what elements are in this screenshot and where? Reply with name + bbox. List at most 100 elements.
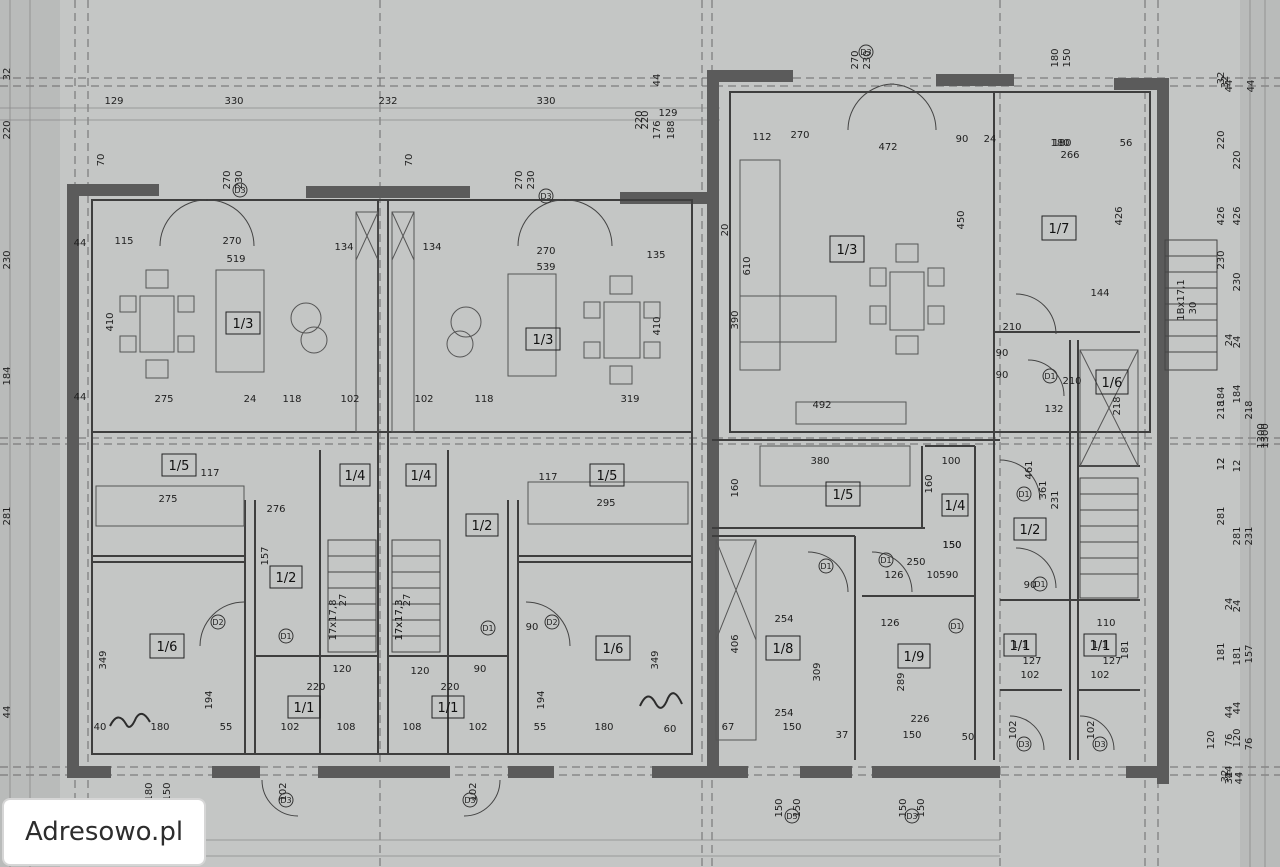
dimension-label: 120 [1232, 728, 1243, 747]
dimension-label: 220 [640, 110, 651, 129]
dimension-label: 120 [332, 664, 351, 675]
dimension-label: 231 [1050, 490, 1061, 509]
dimension-label: 24 [1232, 600, 1243, 613]
room-1-5-right: 1/5 [825, 481, 861, 507]
dimension-label: 17x17,8 [328, 600, 339, 641]
dimension-label: 270 [536, 246, 555, 257]
dimension-label: 1/1 [1012, 640, 1028, 651]
dimension-label: 380 [810, 456, 829, 467]
room-label: 1/5 [169, 459, 190, 474]
dimension-label: 492 [812, 400, 831, 411]
dimension-label: 134 [422, 242, 441, 253]
dimension-label: 1Bx17,1 [1176, 279, 1187, 320]
room-1-1-d: 1/1 [1083, 633, 1117, 657]
watermark-badge: Adresowo.pl [4, 800, 204, 864]
dimension-label: 181 [1216, 642, 1227, 661]
room-label: 1/4 [945, 499, 966, 514]
dimension-label: 150 [1062, 48, 1073, 67]
dimension-label: 1/1 [1092, 640, 1108, 651]
dimension-label: 230 [1232, 272, 1243, 291]
dimension-label: 90 [474, 664, 487, 675]
door-marker-label: D1 [1018, 490, 1029, 499]
dimension-label: 218 [1112, 396, 1123, 415]
dimension-label: 610 [742, 256, 753, 275]
room-1-3-right: 1/3 [829, 235, 865, 263]
dimension-label: 37 [836, 730, 849, 741]
dimension-label: 276 [266, 504, 285, 515]
dimension-label: 12 [1232, 460, 1243, 473]
dimension-label: 27 [402, 594, 413, 607]
room-label: 1/1 [294, 701, 315, 716]
room-1-3-middle: 1/3 [525, 327, 561, 351]
dimension-label: 461 [1024, 460, 1035, 479]
dimension-label: 44 [1246, 80, 1257, 93]
dimension-label: 270 [514, 170, 525, 189]
door-marker-circle [858, 44, 874, 60]
door-marker-circle [1016, 736, 1032, 752]
dimension-label: 102 [1020, 670, 1039, 681]
dimension-label: 281 [2, 506, 13, 525]
door-marker-label: D3 [1094, 740, 1105, 749]
dimension-label: 181 [1232, 646, 1243, 665]
room-label: 1/6 [157, 640, 178, 655]
dimension-label: 295 [596, 498, 615, 509]
dimension-label: 181 [1120, 640, 1131, 659]
dimension-label: 150 [916, 798, 927, 817]
watermark-text: Adresowo.pl [24, 817, 184, 847]
room-1-1-a: 1/1 [287, 695, 321, 719]
dimension-label: 44 [1232, 702, 1243, 715]
dimension-label: 361 [1038, 480, 1049, 499]
door-marker-label: D1 [1034, 580, 1045, 589]
door-marker-label: D2 [212, 618, 223, 627]
dimension-label: 67 [722, 722, 735, 733]
door-marker-circle [904, 808, 920, 824]
door-marker-label: D1 [1044, 372, 1055, 381]
furniture [95, 159, 945, 527]
dimension-label: 150 [774, 798, 785, 817]
dimension-label: 230 [526, 170, 537, 189]
dimension-label: 426 [1216, 206, 1227, 225]
dimension-label: 24 [984, 134, 997, 145]
dimension-label: 150 [902, 730, 921, 741]
dimension-label: 426 [1232, 206, 1243, 225]
room-1-6-left: 1/6 [149, 633, 185, 659]
dimension-label: 180 [1052, 138, 1071, 149]
room-1-3-left: 1/3 [225, 311, 261, 335]
room-1-9: 1/9 [897, 643, 931, 669]
dimension-label: 180 [150, 722, 169, 733]
dimension-label: 144 [1090, 288, 1109, 299]
dimension-label: 188 [666, 120, 677, 139]
dimension-label: 32 [1216, 72, 1227, 85]
room-label: 1/3 [233, 317, 254, 332]
dimension-label: 220 [1216, 130, 1227, 149]
dimension-label: 108 [402, 722, 421, 733]
dimension-label: 55 [534, 722, 547, 733]
dimension-label: 184 [1232, 384, 1243, 403]
dimension-label: 56 [1120, 138, 1133, 149]
room-label: 1/4 [411, 469, 432, 484]
room-label: 1/3 [533, 333, 554, 348]
door-marker-label: D1 [482, 624, 493, 633]
door-marker-circle [878, 552, 894, 568]
dimension-label: 250 [906, 557, 925, 568]
dimension-label: 127 [1102, 656, 1121, 667]
room-1-5-middle: 1/5 [589, 463, 625, 487]
dimension-label: 150 [942, 540, 961, 551]
dimension-label: 129 [658, 108, 677, 119]
dimension-label: 218 [1244, 400, 1255, 419]
door-marker-label: D1 [280, 632, 291, 641]
dimension-label: 126 [884, 570, 903, 581]
interior-walls [91, 91, 1151, 760]
room-1-5-left: 1/5 [161, 453, 197, 477]
dimension-label: 180 [144, 782, 155, 801]
dimension-label: 281 [1216, 506, 1227, 525]
room-1-6-right: 1/6 [1095, 369, 1129, 395]
room-1-2-right: 1/2 [1013, 517, 1047, 541]
dimension-label: 157 [1244, 644, 1255, 663]
dimension-label: 472 [878, 142, 897, 153]
dimension-label: 270 [790, 130, 809, 141]
dimension-label: 90 [946, 570, 959, 581]
